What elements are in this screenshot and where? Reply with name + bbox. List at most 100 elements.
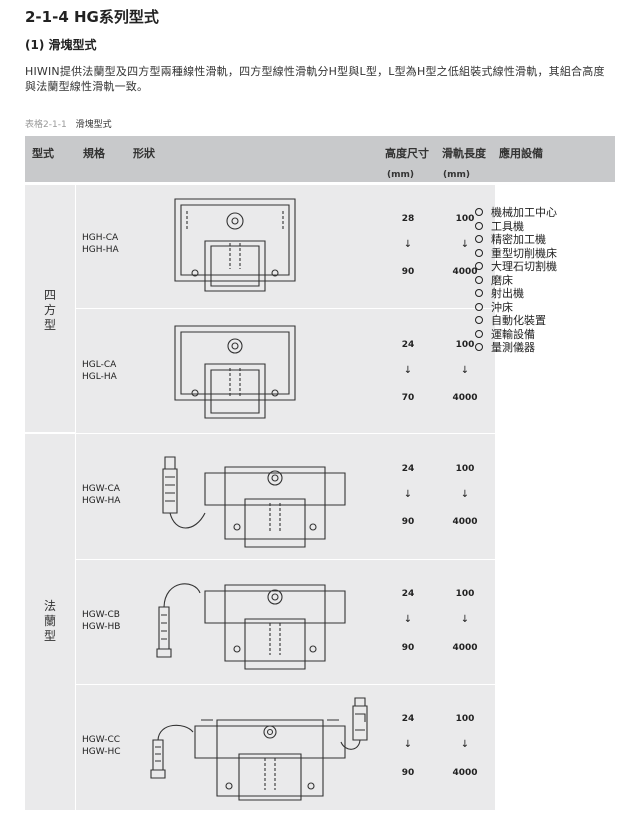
application-label: 重型切削機床 xyxy=(491,246,557,260)
length-min: 100 xyxy=(455,464,475,474)
block-drawing-hgl xyxy=(174,325,296,419)
circle-bullet-icon xyxy=(475,208,483,216)
caption-text: 滑塊型式 xyxy=(75,120,112,130)
application-list: 機械加工中心工具機精密加工機重型切削機床大理石切割機磨床射出機沖床自動化裝置運輸… xyxy=(475,206,557,355)
length-min: 100 xyxy=(455,214,475,224)
table-caption: 表格2-1-1 滑塊型式 xyxy=(25,117,112,130)
list-item: 運輸設備 xyxy=(475,328,557,342)
spec-label: HGL-CA HGL-HA xyxy=(82,360,117,382)
header-type: 型式 xyxy=(32,147,54,160)
height-min: 24 xyxy=(401,714,415,724)
length-arrow: ↓ xyxy=(460,239,470,250)
height-arrow: ↓ xyxy=(403,739,413,750)
header-length-unit: (mm) xyxy=(443,170,470,180)
spec-label: HGW-CC HGW-HC xyxy=(82,735,121,757)
length-arrow: ↓ xyxy=(460,489,470,500)
circle-bullet-icon xyxy=(475,329,483,338)
length-max: 4000 xyxy=(452,768,478,778)
height-min: 24 xyxy=(401,340,415,350)
application-label: 大理石切割機 xyxy=(491,260,557,273)
header-application: 應用設備 xyxy=(499,147,543,160)
list-item: 大理石切割機 xyxy=(475,260,557,274)
spec-label: HGW-CB HGW-HB xyxy=(82,610,121,632)
header-height: 高度尺寸 xyxy=(385,147,429,160)
length-min: 100 xyxy=(455,340,475,350)
section-subtitle: (1) 滑塊型式 xyxy=(25,38,97,52)
row-divider xyxy=(76,559,495,560)
circle-bullet-icon xyxy=(475,343,483,351)
application-label: 沖床 xyxy=(491,300,513,314)
list-item: 磨床 xyxy=(475,274,557,288)
circle-bullet-icon xyxy=(475,248,483,257)
height-max: 90 xyxy=(401,267,415,277)
circle-bullet-icon xyxy=(475,316,483,324)
application-label: 量測儀器 xyxy=(491,341,535,354)
row-divider xyxy=(25,433,495,434)
caption-number: 表格2-1-1 xyxy=(25,120,67,130)
type-label-flange: 法 蘭 型 xyxy=(43,599,56,643)
length-max: 4000 xyxy=(452,393,478,403)
height-max: 90 xyxy=(401,517,415,527)
length-max: 4000 xyxy=(452,517,478,527)
list-item: 沖床 xyxy=(475,301,557,315)
application-label: 機械加工中心 xyxy=(491,206,557,219)
description-text: HIWIN提供法蘭型及四方型兩種線性滑軌，四方型線性滑軌分H型與L型，L型為H型… xyxy=(25,65,605,93)
height-min: 24 xyxy=(401,464,415,474)
height-arrow: ↓ xyxy=(403,489,413,500)
circle-bullet-icon xyxy=(475,221,483,230)
page-title: 2-1-4 HG系列型式 xyxy=(25,8,159,26)
length-min: 100 xyxy=(455,714,475,724)
row-divider xyxy=(76,308,495,309)
height-arrow: ↓ xyxy=(403,614,413,625)
list-item: 射出機 xyxy=(475,287,557,301)
header-shape: 形狀 xyxy=(133,147,155,160)
application-label: 工具機 xyxy=(491,219,524,233)
height-min: 28 xyxy=(401,214,415,224)
circle-bullet-icon xyxy=(475,275,483,284)
length-max: 4000 xyxy=(452,643,478,653)
list-item: 重型切削機床 xyxy=(475,247,557,261)
application-label: 精密加工機 xyxy=(491,233,546,246)
list-item: 精密加工機 xyxy=(475,233,557,247)
block-drawing-hgw-cb xyxy=(156,583,346,670)
table-header: 型式 規格 形狀 高度尺寸 滑軌長度 應用設備 (mm) (mm) xyxy=(25,136,615,182)
block-drawing-hgh xyxy=(174,198,296,292)
list-item: 自動化裝置 xyxy=(475,314,557,328)
height-max: 90 xyxy=(401,643,415,653)
length-min: 100 xyxy=(455,589,475,599)
length-arrow: ↓ xyxy=(460,365,470,376)
height-arrow: ↓ xyxy=(403,365,413,376)
spec-label: HGH-CA HGH-HA xyxy=(82,233,119,255)
application-label: 自動化裝置 xyxy=(491,314,546,327)
block-type-table: 型式 規格 形狀 高度尺寸 滑軌長度 應用設備 (mm) (mm) 四 方 型 … xyxy=(25,136,615,810)
circle-bullet-icon xyxy=(475,289,483,297)
type-group-flange: 法 蘭 型 xyxy=(25,434,75,810)
list-item: 工具機 xyxy=(475,220,557,234)
application-label: 磨床 xyxy=(491,273,513,287)
length-arrow: ↓ xyxy=(460,739,470,750)
application-area xyxy=(495,182,615,810)
length-arrow: ↓ xyxy=(460,614,470,625)
type-label-square: 四 方 型 xyxy=(43,288,56,332)
block-drawing-hgw-cc xyxy=(150,697,368,801)
height-min: 24 xyxy=(401,589,415,599)
application-label: 射出機 xyxy=(491,287,524,300)
spec-label: HGW-CA HGW-HA xyxy=(82,484,121,506)
header-spec: 規格 xyxy=(83,147,105,160)
circle-bullet-icon xyxy=(475,262,483,270)
block-drawing-hgw-ca xyxy=(162,456,346,548)
height-arrow: ↓ xyxy=(403,239,413,250)
list-item: 量測儀器 xyxy=(475,341,557,355)
length-max: 4000 xyxy=(452,267,478,277)
row-divider xyxy=(76,684,495,685)
type-group-square: 四 方 型 xyxy=(25,185,75,432)
list-item: 機械加工中心 xyxy=(475,206,557,220)
header-height-unit: (mm) xyxy=(387,170,414,180)
height-max: 70 xyxy=(401,393,415,403)
circle-bullet-icon xyxy=(475,302,483,311)
height-max: 90 xyxy=(401,768,415,778)
header-length: 滑軌長度 xyxy=(442,147,486,160)
application-label: 運輸設備 xyxy=(491,327,535,341)
circle-bullet-icon xyxy=(475,235,483,243)
spec-area xyxy=(76,185,516,810)
